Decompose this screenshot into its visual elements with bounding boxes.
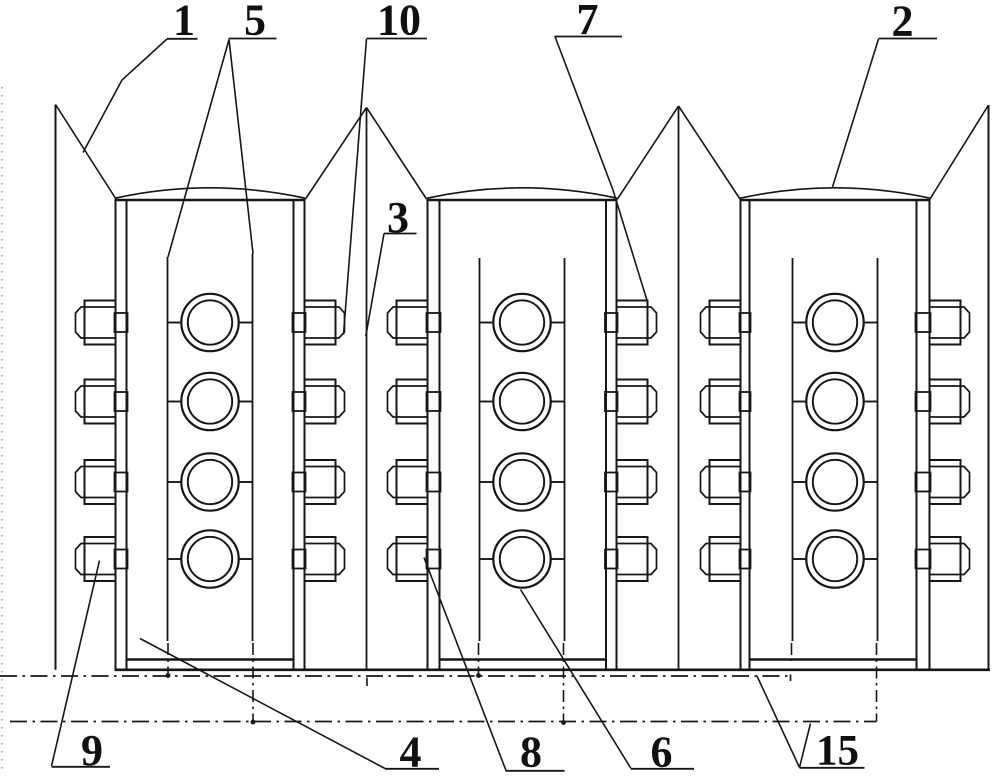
svg-text:2: 2: [892, 0, 914, 46]
svg-text:10: 10: [377, 0, 421, 45]
svg-text:3: 3: [387, 193, 409, 242]
svg-text:9: 9: [81, 726, 103, 775]
svg-text:4: 4: [400, 728, 422, 776]
svg-text:7: 7: [577, 0, 599, 44]
svg-text:15: 15: [816, 728, 859, 775]
svg-text:6: 6: [651, 728, 673, 776]
svg-text:1: 1: [173, 0, 195, 45]
svg-text:8: 8: [520, 728, 542, 776]
svg-text:5: 5: [244, 0, 266, 45]
